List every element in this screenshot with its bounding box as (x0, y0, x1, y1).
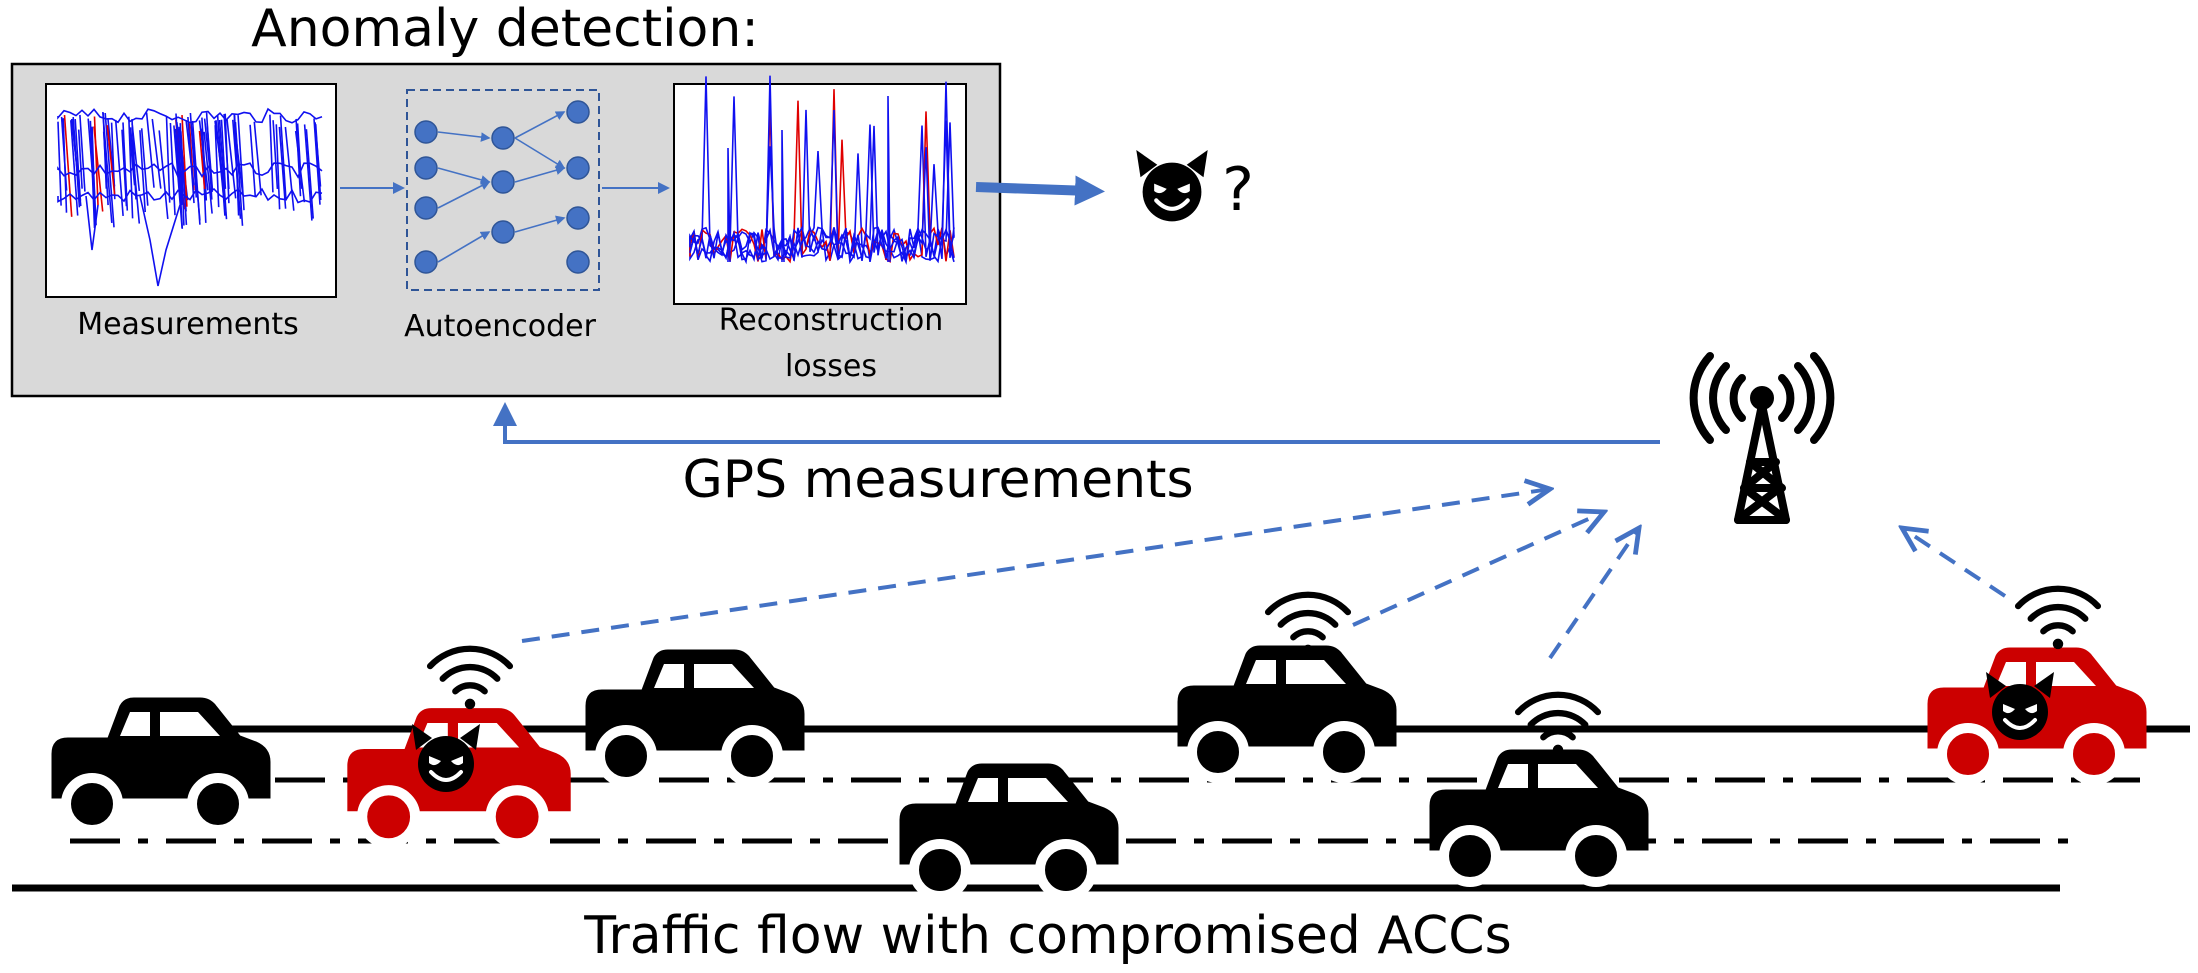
devil-icon (1136, 150, 1207, 221)
wifi-signal-icon (2018, 589, 2098, 649)
signal-arrows (521, 489, 2007, 660)
question-mark: ? (1222, 155, 1254, 225)
measurements-label: Measurements (77, 307, 299, 342)
title: Anomaly detection: (251, 0, 759, 59)
reconstruction-plot (673, 75, 967, 305)
car-icon (900, 764, 1118, 896)
road-label: Traffic flow with compromised ACCs (583, 906, 1511, 966)
compromised-car (348, 649, 570, 844)
gps-label: GPS measurements (682, 450, 1193, 510)
connected-car (1430, 695, 1648, 882)
measurements-plot (45, 83, 337, 298)
reconstruction-label-line2: losses (785, 349, 877, 384)
car-icon (52, 698, 270, 830)
compromised-car (1928, 589, 2146, 780)
reconstruction-label-line1: Reconstruction (719, 303, 944, 338)
car-icon (586, 650, 804, 782)
autoencoder-label: Autoencoder (404, 309, 596, 344)
autoencoder-diagram (406, 89, 600, 291)
gps-feedback-arrow (493, 402, 1660, 444)
output-arrow (975, 175, 1105, 206)
wifi-signal-icon (1518, 695, 1598, 755)
wifi-signal-icon (430, 649, 510, 709)
cell-tower-icon (1689, 352, 1835, 524)
